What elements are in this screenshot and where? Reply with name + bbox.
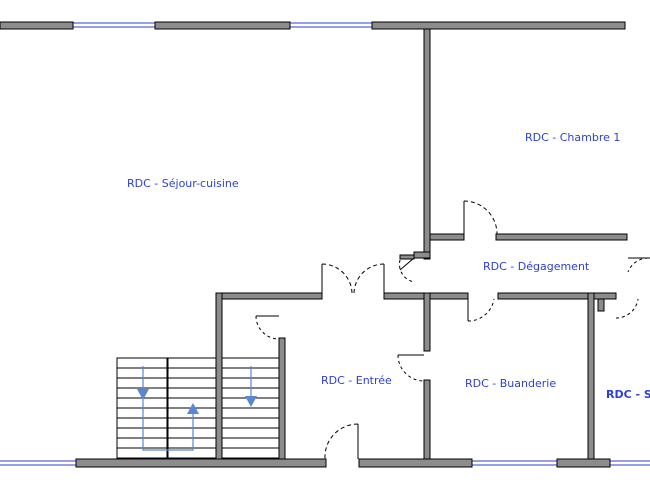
windows [0,22,650,467]
door-stair [255,315,280,340]
room-label-entree: RDC - Entrée [321,374,392,387]
stair-arrow-down-left-icon [137,389,149,400]
wall-sejour-chambre [423,28,431,260]
door-degagement-left [399,254,415,283]
room-labels: RDC - Séjour-cuisine RDC - Chambre 1 RDC… [127,131,650,401]
door-entree-double [321,263,385,294]
staircase [116,357,280,459]
stair-left-treads [117,367,167,449]
wall-entree-buanderie-b [423,379,431,460]
door-sa [615,298,639,319]
stair-arrows [137,389,257,414]
stair-arrow-down-right-icon [245,396,257,407]
door-degagement-right [627,257,650,273]
wall-entree-top-a [217,292,323,300]
wall-bottom-1 [75,458,327,468]
wall-degagement-left [413,251,431,259]
stair-walking-line [142,366,252,451]
room-label-sa: RDC - Sa [606,388,650,401]
wall-top-3 [371,21,626,30]
window-top-1 [72,22,156,29]
stair-middle-treads [168,367,216,449]
door-degagement-bottom [467,298,495,322]
window-bottom-3 [609,459,650,467]
wall-degagement-top-a [429,233,465,241]
door-entrance [324,423,359,460]
window-bottom-2 [471,459,558,467]
wall-buanderie-sa [587,292,595,460]
wall-entree-buanderie-a [423,292,431,352]
wall-bottom-3 [556,458,611,468]
door-buanderie [397,354,425,382]
wall-entree-top-c [497,292,617,300]
stair-arrow-up-middle-icon [187,403,199,414]
wall-stair-cage [215,292,223,460]
window-top-2 [289,22,373,29]
room-label-chambre1: RDC - Chambre 1 [525,131,620,144]
wall-bottom-2 [358,458,473,468]
wall-top-2 [154,21,291,30]
walls [0,21,628,468]
wall-degagement-top-b [495,233,628,241]
doors [255,200,650,460]
window-bottom-1 [0,459,77,467]
wall-sa-left [597,298,605,312]
room-label-buanderie: RDC - Buanderie [465,377,556,390]
room-label-degagement: RDC - Dégagement [483,260,590,273]
room-label-sejour: RDC - Séjour-cuisine [127,177,239,190]
wall-entree-left [278,337,286,460]
door-chambre [463,200,498,235]
wall-top-1 [0,21,74,30]
